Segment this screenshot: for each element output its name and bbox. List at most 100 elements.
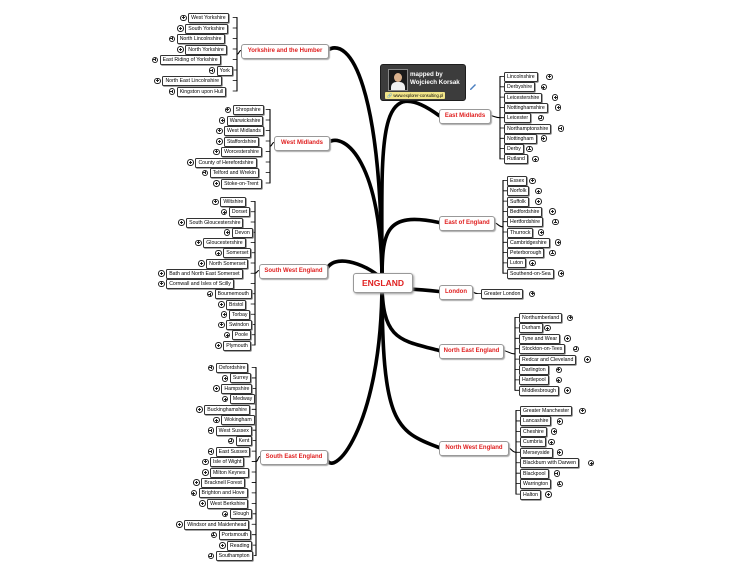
- expand-icon[interactable]: [213, 180, 220, 187]
- expand-icon[interactable]: [215, 249, 222, 257]
- expand-icon[interactable]: [212, 198, 219, 206]
- leaf-west-midlands-4[interactable]: Worcestershire: [221, 147, 262, 157]
- expand-icon[interactable]: [553, 470, 561, 477]
- leaf-south-west-6[interactable]: North Somerset: [206, 258, 249, 269]
- leaf-south-east-2[interactable]: Hampshire: [221, 383, 253, 394]
- expand-icon[interactable]: [528, 290, 536, 298]
- leaf-south-east-9[interactable]: Isle of Wight: [209, 457, 245, 468]
- expand-icon[interactable]: [227, 437, 235, 445]
- leaf-south-west-5[interactable]: Somerset: [223, 248, 252, 259]
- expand-icon[interactable]: [556, 417, 564, 425]
- expand-icon[interactable]: [557, 125, 565, 132]
- leaf-south-east-1[interactable]: Surrey: [229, 373, 252, 384]
- leaf-south-west-0[interactable]: Wiltshire: [220, 197, 247, 207]
- leaf-yorkshire-4[interactable]: East Riding of Yorkshire: [159, 55, 221, 65]
- leaf-east-england-0[interactable]: Essex: [507, 176, 528, 186]
- expand-icon[interactable]: [158, 270, 165, 277]
- expand-icon[interactable]: [531, 155, 539, 163]
- leaf-yorkshire-3[interactable]: North Yorkshire: [185, 44, 227, 55]
- expand-icon[interactable]: [201, 458, 209, 466]
- expand-icon[interactable]: [547, 438, 555, 446]
- leaf-west-midlands-5[interactable]: County of Herefordshire: [195, 157, 257, 168]
- leaf-east-england-8[interactable]: Luton: [507, 258, 526, 269]
- expand-icon[interactable]: [566, 314, 574, 322]
- leaf-south-west-3[interactable]: Devon: [231, 227, 253, 238]
- expand-icon[interactable]: [158, 280, 165, 288]
- leaf-south-west-13[interactable]: Poole: [231, 330, 252, 341]
- leaf-south-east-5[interactable]: Wokingham: [221, 415, 255, 426]
- expand-icon[interactable]: [168, 35, 176, 43]
- leaf-east-midlands-0[interactable]: Lincolnshire: [504, 72, 538, 82]
- expand-icon[interactable]: [215, 127, 223, 135]
- leaf-south-west-2[interactable]: South Gloucestershire: [186, 217, 244, 228]
- expand-icon[interactable]: [207, 552, 215, 560]
- leaf-south-east-14[interactable]: Slough: [229, 509, 253, 520]
- leaf-south-east-16[interactable]: Portsmouth: [218, 530, 252, 541]
- expand-icon[interactable]: [210, 531, 218, 539]
- expand-icon[interactable]: [213, 385, 220, 392]
- expand-icon[interactable]: [555, 376, 563, 384]
- leaf-east-england-9[interactable]: Southend-on-Sea: [507, 268, 554, 279]
- expand-icon[interactable]: [544, 324, 551, 332]
- leaf-north-east-2[interactable]: Tyne and Wear: [519, 333, 561, 344]
- author-website-link[interactable]: 🔗 www.explorer-consulting.pl: [385, 92, 446, 99]
- expand-icon[interactable]: [587, 459, 595, 467]
- leaf-west-midlands-0[interactable]: Shropshire: [232, 105, 264, 115]
- expand-icon[interactable]: [223, 331, 231, 339]
- leaf-east-midlands-7[interactable]: Derby: [504, 144, 524, 155]
- expand-icon[interactable]: [526, 145, 533, 153]
- leaf-east-england-6[interactable]: Cambridgeshire: [507, 237, 550, 248]
- expand-icon[interactable]: [207, 364, 215, 372]
- expand-icon[interactable]: [221, 374, 229, 382]
- expand-icon[interactable]: [187, 159, 195, 166]
- leaf-north-west-2[interactable]: Cheshire: [520, 426, 547, 437]
- expand-icon[interactable]: [540, 135, 548, 142]
- leaf-east-midlands-5[interactable]: Northamptonshire: [504, 123, 552, 134]
- leaf-north-east-6[interactable]: Hartlepool: [519, 375, 549, 386]
- leaf-west-midlands-2[interactable]: West Midlands: [223, 126, 264, 136]
- expand-icon[interactable]: [529, 259, 536, 267]
- leaf-north-west-7[interactable]: Warrington: [520, 479, 552, 490]
- leaf-north-east-4[interactable]: Redcar and Cleveland: [519, 354, 577, 365]
- leaf-east-midlands-1[interactable]: Derbyshire: [504, 82, 536, 93]
- leaf-west-midlands-3[interactable]: Staffordshire: [223, 136, 260, 147]
- leaf-east-england-7[interactable]: Peterborough: [507, 248, 545, 259]
- leaf-east-midlands-2[interactable]: Leicestershire: [504, 92, 543, 103]
- expand-icon[interactable]: [215, 138, 223, 145]
- expand-icon[interactable]: [207, 427, 215, 434]
- leaf-west-midlands-1[interactable]: Warwickshire: [226, 115, 264, 126]
- leaf-south-east-17[interactable]: Reading: [227, 540, 253, 551]
- branch-north-west[interactable]: North West England: [439, 441, 509, 456]
- leaf-south-west-4[interactable]: Gloucestershire: [203, 238, 246, 248]
- expand-icon[interactable]: [206, 290, 214, 298]
- leaf-yorkshire-5[interactable]: York: [216, 65, 233, 76]
- expand-icon[interactable]: [213, 148, 220, 156]
- leaf-south-west-14[interactable]: Plymouth: [223, 340, 251, 351]
- expand-icon[interactable]: [151, 56, 159, 64]
- expand-icon[interactable]: [196, 406, 203, 413]
- expand-icon[interactable]: [177, 46, 184, 53]
- leaf-east-england-3[interactable]: Bedfordshire: [507, 206, 543, 217]
- expand-icon[interactable]: [549, 249, 556, 257]
- leaf-south-east-13[interactable]: West Berkshire: [207, 498, 249, 509]
- leaf-north-east-3[interactable]: Stockton-on-Tees: [519, 344, 566, 355]
- leaf-yorkshire-7[interactable]: Kingston upon Hull: [176, 86, 227, 97]
- expand-icon[interactable]: [550, 428, 558, 435]
- expand-icon[interactable]: [177, 25, 184, 32]
- leaf-east-england-1[interactable]: Norfolk: [507, 186, 530, 197]
- expand-icon[interactable]: [537, 229, 545, 236]
- expand-icon[interactable]: [546, 73, 553, 81]
- expand-icon[interactable]: [564, 387, 571, 394]
- expand-icon[interactable]: [154, 77, 162, 85]
- leaf-south-west-12[interactable]: Swindon: [226, 320, 252, 330]
- expand-icon[interactable]: [579, 407, 586, 415]
- expand-icon[interactable]: [555, 366, 563, 374]
- leaf-west-midlands-6[interactable]: Telford and Wrekin: [209, 168, 259, 178]
- branch-south-west[interactable]: South West England: [259, 264, 328, 279]
- leaf-south-west-1[interactable]: Dorset: [228, 207, 251, 218]
- expand-icon[interactable]: [534, 187, 542, 195]
- expand-icon[interactable]: [554, 239, 562, 246]
- leaf-south-west-9[interactable]: Bournemouth: [214, 289, 252, 300]
- leaf-east-england-4[interactable]: Hertfordshire: [507, 217, 543, 228]
- branch-london[interactable]: London: [439, 285, 473, 300]
